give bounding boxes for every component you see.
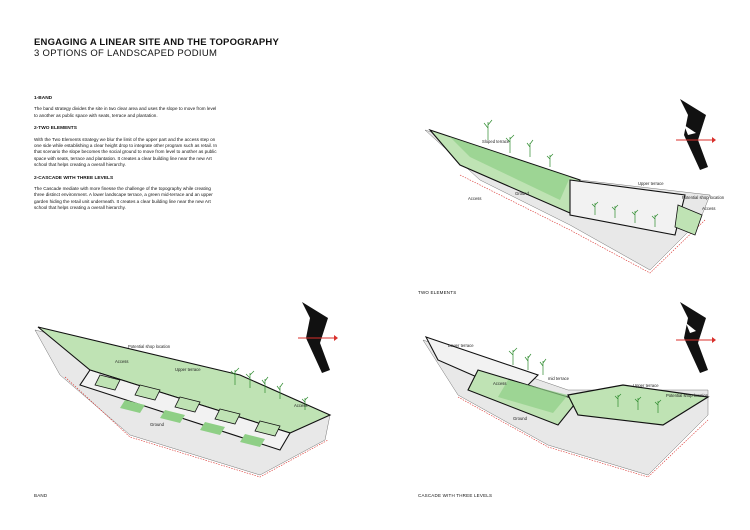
diagram-band: Potential shop location Upper terrace Gr… xyxy=(34,326,332,478)
upper-terrace-band xyxy=(37,326,332,434)
label-upper-terrace: Upper terrace xyxy=(175,367,201,372)
section-heading-two-elements: 2-TWO ELEMENTS xyxy=(34,126,77,132)
site-plan-void xyxy=(684,125,696,135)
key-plan-two-elements xyxy=(676,99,716,170)
diagram-two-elements: Sloped terrace Upper terrace Ground Acce… xyxy=(424,119,725,274)
label-shop-location: Potential shop location xyxy=(682,195,725,200)
site-boundary-line xyxy=(459,174,706,274)
label-access: Access xyxy=(468,196,482,201)
label-sloped-terrace: Sloped terrace xyxy=(482,139,510,144)
key-plan-band xyxy=(298,302,338,373)
label-ground: Ground xyxy=(513,416,528,421)
section-body-two-elements: With the Two Elements strategy we blur t… xyxy=(34,136,218,168)
caption-band: BAND xyxy=(34,493,48,498)
diagram-cascade: Lower terrace mid terrace Upper terrace … xyxy=(422,336,710,478)
label-upper-terrace: Upper terrace xyxy=(633,383,659,388)
label-ground: Ground xyxy=(515,191,530,196)
label-lower-terrace: Lower terrace xyxy=(448,343,474,348)
site-boundary-line xyxy=(457,396,709,478)
section-body-band: The band strategy divides the site in tw… xyxy=(34,106,217,118)
page-subtitle: 3 OPTIONS OF LANDSCAPED PODIUM xyxy=(34,48,218,59)
access-ramp xyxy=(674,204,703,236)
site-plan-void xyxy=(686,323,696,333)
label-access: Access xyxy=(493,381,507,386)
page-title: ENGAGING A LINEAR SITE AND THE TOPOGRAPH… xyxy=(34,37,280,48)
section-heading-band: 1-BAND xyxy=(34,96,53,101)
key-plan-cascade xyxy=(676,302,716,373)
caption-cascade: CASCADE WITH THREE LEVELS xyxy=(418,493,493,498)
section-heading-cascade: 2-CASCADE WITH THREE LEVELS xyxy=(34,175,114,181)
trees xyxy=(483,119,659,227)
lower-green-pads xyxy=(120,400,265,447)
trees xyxy=(508,347,662,413)
terrace-steps xyxy=(94,374,281,437)
section-arrow xyxy=(712,137,716,143)
label-ground: Ground xyxy=(150,422,165,427)
site-plan-shape xyxy=(680,302,708,373)
section-body-cascade: The Cascade mediate with more finesse th… xyxy=(34,186,213,211)
sloped-terrace-inner xyxy=(450,137,570,200)
mid-terrace-inner xyxy=(498,380,568,413)
label-shop-location: Potential shop location xyxy=(666,393,709,398)
label-access-2: Access xyxy=(702,206,716,211)
label-access-2: Access xyxy=(115,359,129,364)
label-upper-terrace: Upper terrace xyxy=(638,181,664,186)
section-arrow xyxy=(334,335,338,341)
strategy-descriptions: 1-BAND The band strategy divides the sit… xyxy=(34,96,219,219)
trees xyxy=(230,367,309,410)
upper-terrace xyxy=(569,179,686,236)
section-arrow xyxy=(712,337,716,343)
label-shop-location: Potential shop location xyxy=(128,344,171,349)
label-mid-terrace: mid terrace xyxy=(548,376,570,381)
site-plan-shape xyxy=(680,99,708,170)
label-access: Access xyxy=(294,403,308,408)
site-boundary-line xyxy=(64,376,329,478)
caption-two-elements: TWO ELEMENTS xyxy=(418,290,457,295)
